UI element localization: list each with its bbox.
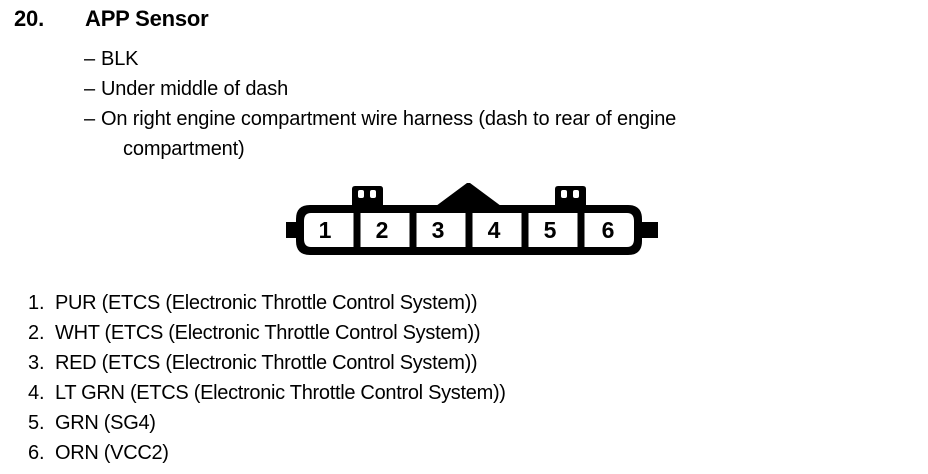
list-item: 4. LT GRN (ETCS (Electronic Throttle Con… <box>0 378 928 408</box>
pin-number: 5. <box>28 412 45 434</box>
description-item-continuation: compartment) <box>0 134 928 164</box>
pin-label: ORN (VCC2) <box>55 442 169 464</box>
page-header: 20. APP Sensor <box>0 6 928 40</box>
pin-label: LT GRN (ETCS (Electronic Throttle Contro… <box>55 382 506 404</box>
connector-diagram: 1 2 3 4 5 6 <box>286 176 676 266</box>
pin-number: 3. <box>28 352 45 374</box>
connector-divider <box>409 209 417 251</box>
description-item: – Under middle of dash <box>0 74 928 104</box>
description-continuation-text: compartment) <box>123 138 245 160</box>
connector-center-latch-icon <box>436 183 501 206</box>
pin-number: 2. <box>28 322 45 344</box>
bullet-dash-icon: – <box>84 108 95 130</box>
connector-svg: 1 2 3 4 5 6 <box>286 183 658 255</box>
pin-number: 6. <box>28 442 45 464</box>
connector-top-tab-right <box>555 186 586 206</box>
connector-pin-number-2: 2 <box>376 217 389 243</box>
section-number: 20. <box>14 6 44 31</box>
bullet-dash-icon: – <box>84 48 95 70</box>
connector-top-tab-left <box>352 186 383 206</box>
list-item: 1. PUR (ETCS (Electronic Throttle Contro… <box>0 288 928 318</box>
page-title: APP Sensor <box>85 6 209 31</box>
bullet-dash-icon: – <box>84 78 95 100</box>
description-item: – BLK <box>0 44 928 74</box>
connector-divider <box>521 209 529 251</box>
connector-divider <box>353 209 361 251</box>
pin-number: 1. <box>28 292 45 314</box>
connector-pin-number-5: 5 <box>544 217 557 243</box>
description-item: – On right engine compartment wire harne… <box>0 104 928 134</box>
pin-label: RED (ETCS (Electronic Throttle Control S… <box>55 352 478 374</box>
pin-label: WHT (ETCS (Electronic Throttle Control S… <box>55 322 481 344</box>
description-item-text: On right engine compartment wire harness… <box>101 108 677 130</box>
connector-divider <box>577 209 585 251</box>
connector-pin-number-4: 4 <box>488 217 501 243</box>
list-item: 6. ORN (VCC2) <box>0 438 928 468</box>
description-item-text: Under middle of dash <box>101 78 289 100</box>
connector-divider <box>465 209 473 251</box>
list-item: 2. WHT (ETCS (Electronic Throttle Contro… <box>0 318 928 348</box>
pin-legend-list: 1. PUR (ETCS (Electronic Throttle Contro… <box>0 288 928 468</box>
description-item-text: BLK <box>101 48 139 70</box>
connector-body <box>286 205 658 255</box>
connector-pin-number-6: 6 <box>602 217 615 243</box>
list-item: 5. GRN (SG4) <box>0 408 928 438</box>
description-list: – BLK – Under middle of dash – On right … <box>0 44 928 164</box>
pin-label: PUR (ETCS (Electronic Throttle Control S… <box>55 292 478 314</box>
pin-label: GRN (SG4) <box>55 412 156 434</box>
connector-pin-number-1: 1 <box>319 217 332 243</box>
connector-pin-number-3: 3 <box>432 217 445 243</box>
pin-number: 4. <box>28 382 45 404</box>
list-item: 3. RED (ETCS (Electronic Throttle Contro… <box>0 348 928 378</box>
